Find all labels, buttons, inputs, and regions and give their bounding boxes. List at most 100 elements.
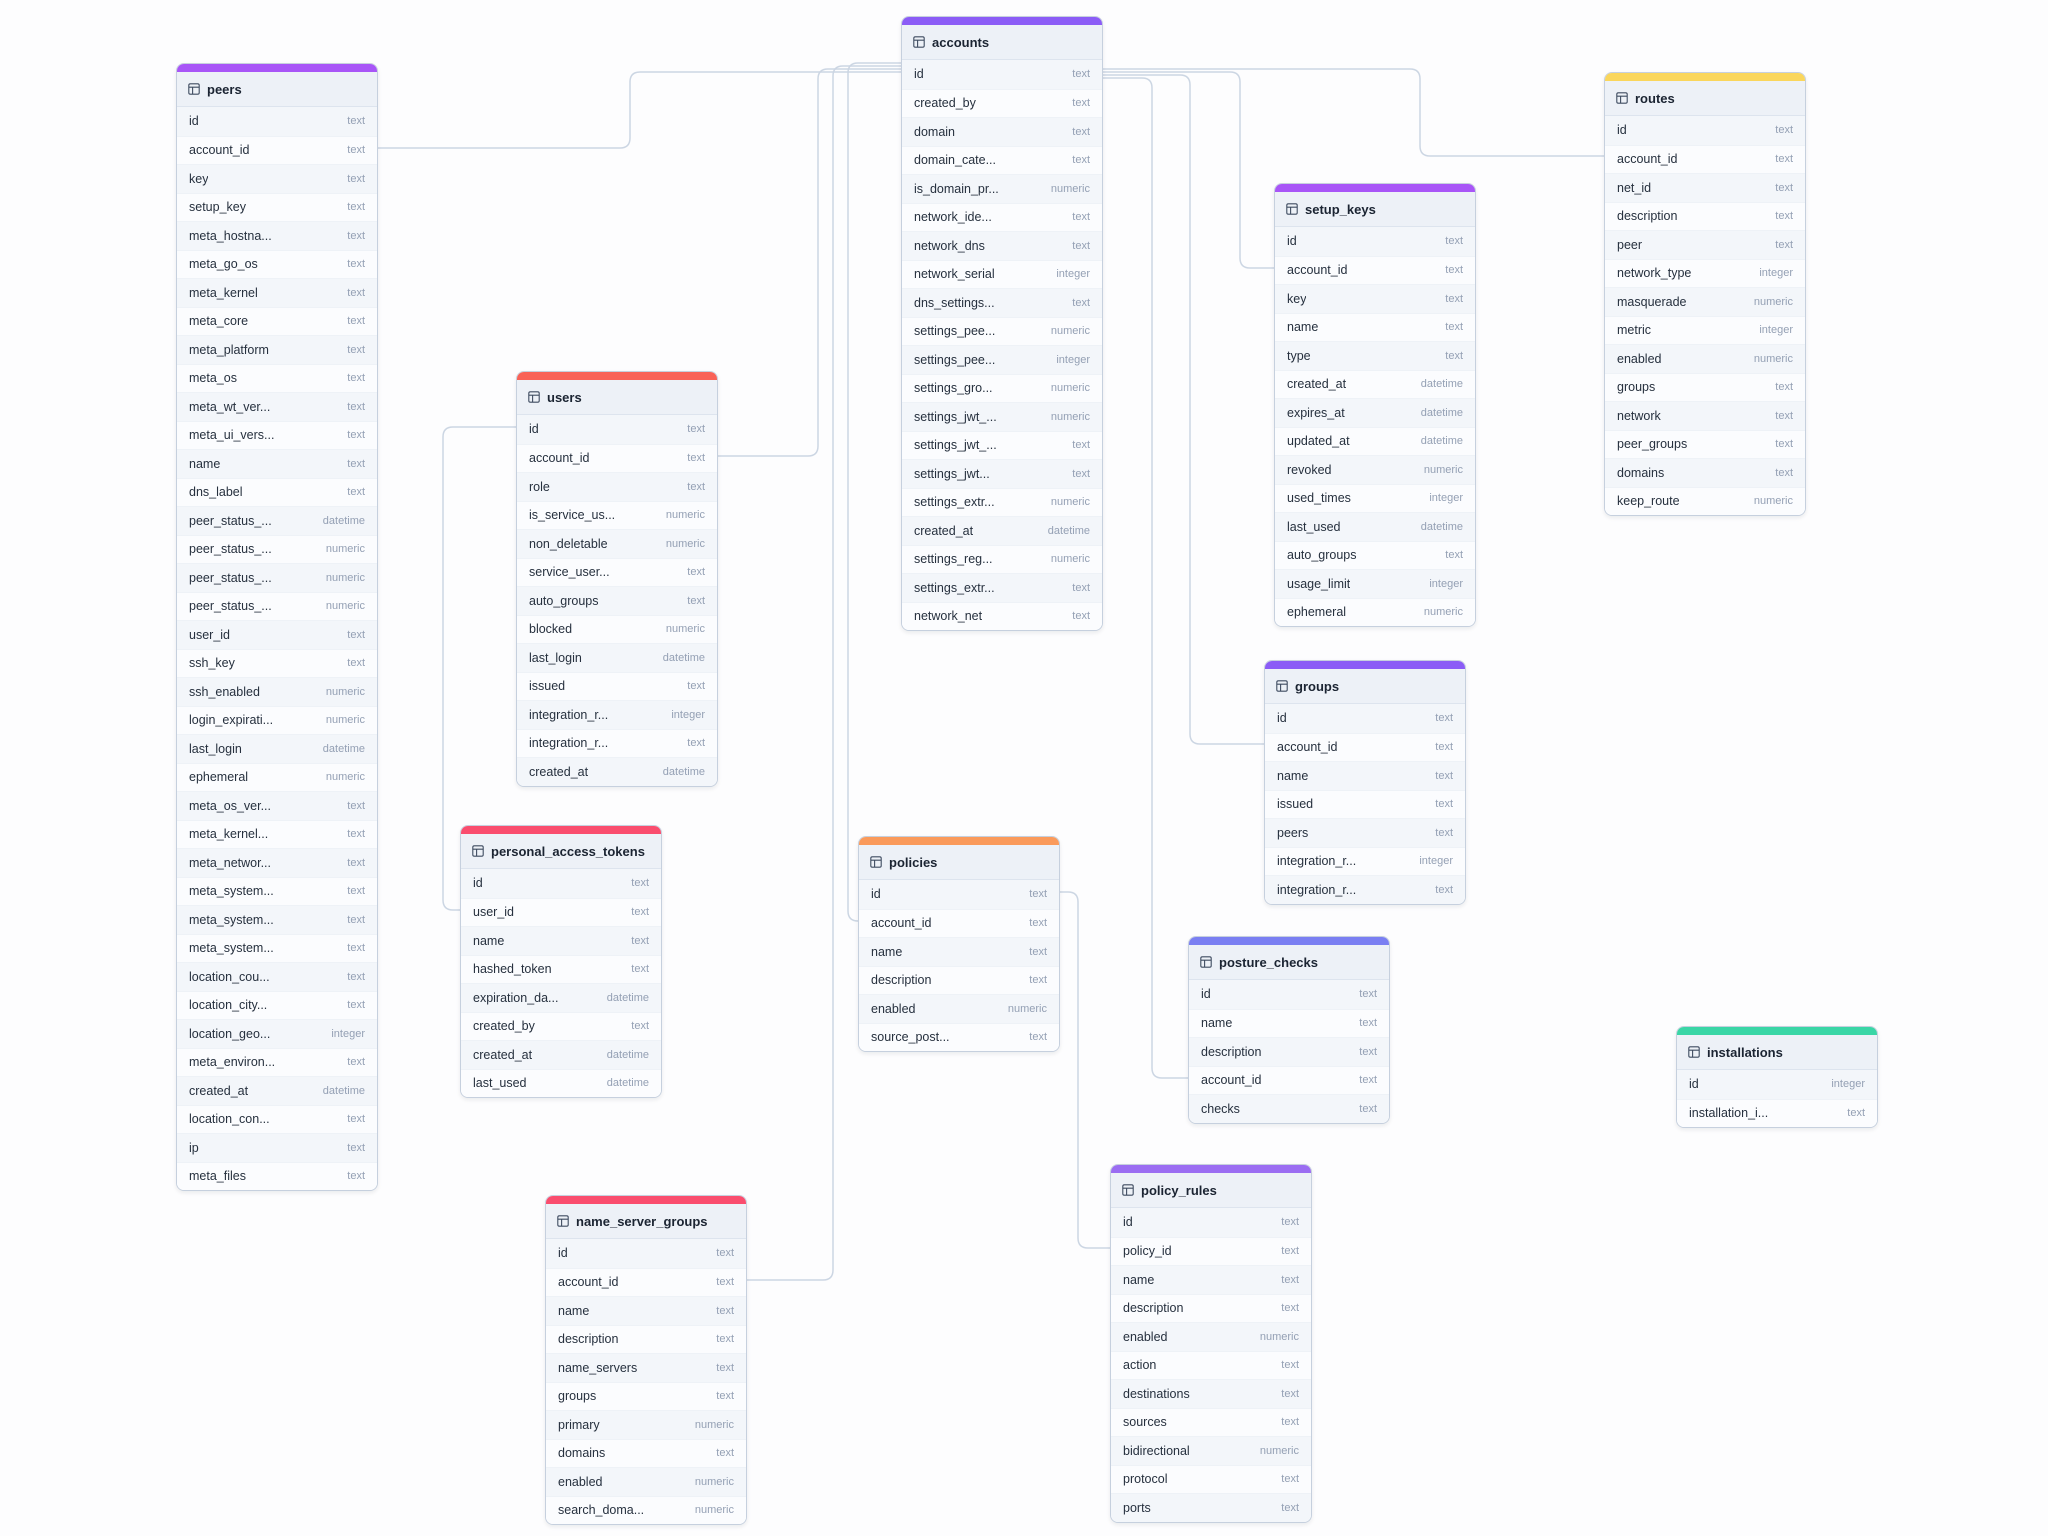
field-name: integration_r... bbox=[1277, 854, 1357, 869]
field-name: meta_system... bbox=[189, 912, 274, 927]
table-icon bbox=[870, 856, 882, 868]
field-row: meta_os_ver...text bbox=[177, 791, 377, 820]
field-type: text bbox=[1072, 211, 1090, 224]
field-type: text bbox=[1435, 769, 1453, 782]
field-name: issued bbox=[1277, 797, 1314, 812]
table-header-personal_access_tokens[interactable]: personal_access_tokens bbox=[461, 834, 661, 869]
table-header-accounts[interactable]: accounts bbox=[902, 25, 1102, 60]
table-header-installations[interactable]: installations bbox=[1677, 1035, 1877, 1070]
field-type: text bbox=[1775, 466, 1793, 479]
field-type: text bbox=[1072, 97, 1090, 110]
field-name: installation_i... bbox=[1689, 1106, 1769, 1121]
field-row: domain_cate...text bbox=[902, 145, 1102, 174]
table-icon bbox=[1200, 956, 1212, 968]
field-name: last_used bbox=[473, 1076, 527, 1091]
field-type: text bbox=[631, 906, 649, 919]
table-name: policy_rules bbox=[1141, 1182, 1217, 1198]
table-header-name_server_groups[interactable]: name_server_groups bbox=[546, 1204, 746, 1239]
field-row: peer_status_...numeric bbox=[177, 563, 377, 592]
field-row: meta_kernel...text bbox=[177, 819, 377, 848]
field-name: domain_cate... bbox=[914, 153, 996, 168]
table-header-setup_keys[interactable]: setup_keys bbox=[1275, 192, 1475, 227]
field-row: settings_jwt_...text bbox=[902, 430, 1102, 459]
field-type: numeric bbox=[1423, 463, 1463, 476]
field-type: datetime bbox=[662, 765, 705, 778]
field-name: created_at bbox=[1287, 377, 1347, 392]
table-header-routes[interactable]: routes bbox=[1605, 81, 1805, 116]
field-type: text bbox=[1435, 712, 1453, 725]
field-name: settings_jwt_... bbox=[914, 409, 997, 424]
field-name: id bbox=[1201, 987, 1211, 1002]
field-type: text bbox=[1445, 349, 1463, 362]
table-icon bbox=[1122, 1184, 1134, 1196]
table-header-groups[interactable]: groups bbox=[1265, 669, 1465, 704]
field-name: usage_limit bbox=[1287, 576, 1351, 591]
relationship-line-accounts.id-groups.account_id bbox=[1100, 74, 1265, 745]
field-name: checks bbox=[1201, 1101, 1240, 1116]
field-type: datetime bbox=[322, 742, 365, 755]
field-type: text bbox=[347, 657, 365, 670]
field-type: datetime bbox=[606, 1048, 649, 1061]
field-name: meta_os_ver... bbox=[189, 798, 271, 813]
field-type: text bbox=[347, 942, 365, 955]
field-name: key bbox=[1287, 291, 1307, 306]
field-name: id bbox=[473, 876, 483, 891]
field-name: description bbox=[1123, 1301, 1184, 1316]
field-row: integration_r...integer bbox=[517, 700, 717, 729]
field-type: text bbox=[1281, 1245, 1299, 1258]
field-row: settings_jwt...text bbox=[902, 459, 1102, 488]
field-name: peer_groups bbox=[1617, 437, 1688, 452]
field-name: location_city... bbox=[189, 998, 268, 1013]
field-name: id bbox=[1123, 1215, 1133, 1230]
table-header-policies[interactable]: policies bbox=[859, 845, 1059, 880]
field-name: name bbox=[1201, 1016, 1233, 1031]
table-header-policy_rules[interactable]: policy_rules bbox=[1111, 1173, 1311, 1208]
field-type: text bbox=[1847, 1107, 1865, 1120]
table-name: accounts bbox=[932, 34, 990, 50]
field-name: groups bbox=[1617, 380, 1656, 395]
field-type: text bbox=[687, 680, 705, 693]
table-header-users[interactable]: users bbox=[517, 380, 717, 415]
field-type: integer bbox=[1429, 577, 1463, 590]
field-type: text bbox=[347, 1141, 365, 1154]
field-name: meta_ui_vers... bbox=[189, 428, 275, 443]
table-header-posture_checks[interactable]: posture_checks bbox=[1189, 945, 1389, 980]
field-row: meta_system...text bbox=[177, 876, 377, 905]
field-name: non_deletable bbox=[529, 536, 608, 551]
field-name: login_expirati... bbox=[189, 713, 274, 728]
field-type: text bbox=[1029, 1031, 1047, 1044]
table-header-peers[interactable]: peers bbox=[177, 72, 377, 107]
